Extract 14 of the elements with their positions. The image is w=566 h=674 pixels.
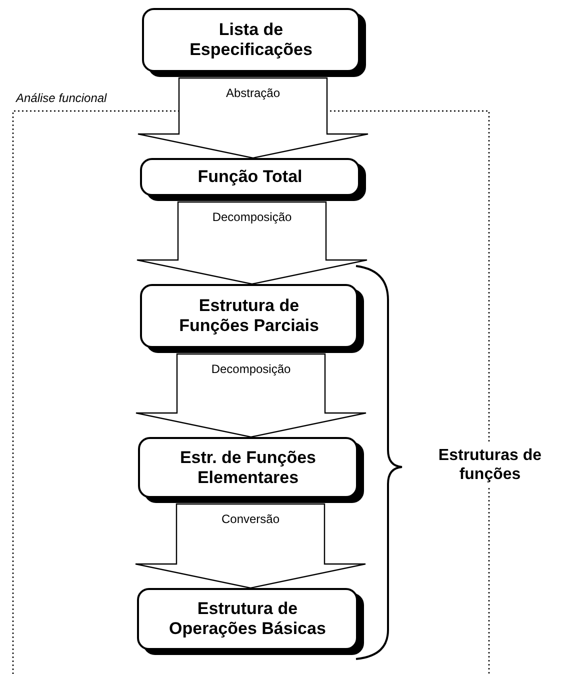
edge-label: Decomposição [210,210,294,224]
region-title: Análise funcional [16,91,107,105]
box-label: Estrutura de Operações Básicas [168,599,327,639]
edge-label: Decomposição [209,362,293,376]
block-arrow [135,353,367,438]
box-label: Lista de Especificações [188,20,314,60]
box-label: Função Total [198,167,302,187]
block-arrow [136,201,368,285]
box-label: Estrutura de Funções Parciais [178,296,320,336]
edge-label: Conversão [219,512,282,526]
edge-label: Abstração [224,86,282,100]
block-arrow [134,503,366,589]
box-label: Estr. de Funções Elementares [178,448,318,488]
block-arrow [137,77,369,159]
